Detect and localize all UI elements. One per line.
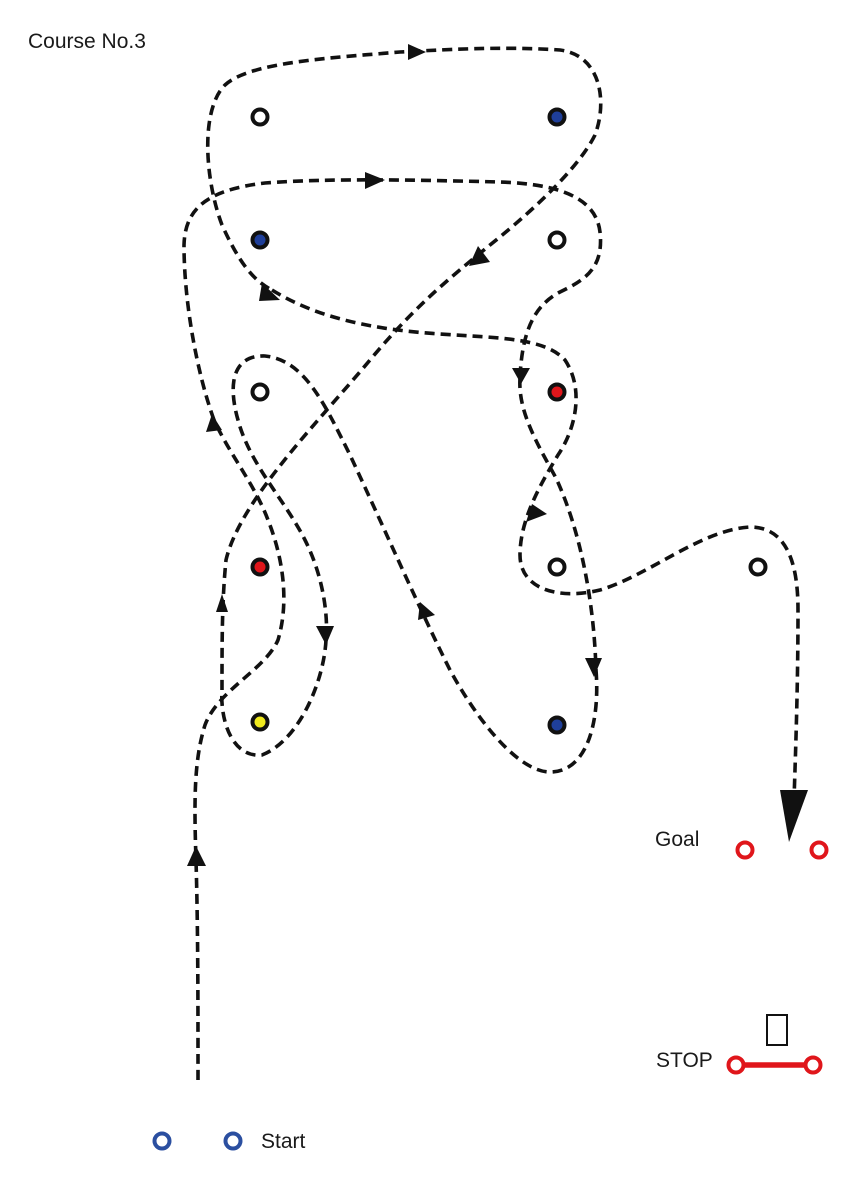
direction-arrows (187, 44, 808, 866)
cone-r1c2-blue (547, 107, 567, 127)
start-markers (152, 1131, 243, 1151)
goal-markers (735, 840, 829, 860)
start-marker-left (152, 1131, 172, 1151)
arrow-icon (526, 504, 547, 522)
arrow-icon (408, 44, 426, 60)
path-segment-cross (205, 46, 603, 757)
arrow-icon (206, 414, 222, 432)
cone-r4c2-white (547, 557, 567, 577)
cones (250, 107, 768, 735)
path-segment-return (271, 288, 800, 801)
stop-marker (726, 1055, 823, 1075)
cone-r3c1-white (250, 382, 270, 402)
cone-r4c1-red (250, 557, 270, 577)
start-marker-right (223, 1131, 243, 1151)
arrow-icon (512, 368, 530, 384)
cone-r2c2-white (547, 230, 567, 250)
arrow-icon (469, 246, 490, 266)
cone-r2c1-blue (250, 230, 270, 250)
start-label: Start (261, 1130, 306, 1153)
cone-r5c2-blue (547, 715, 567, 735)
goal-marker-right (809, 840, 829, 860)
stop-label: STOP (656, 1049, 713, 1072)
cone-r4c3-white (748, 557, 768, 577)
cone-r5c1-yellow (250, 712, 270, 732)
path-segment-approach (193, 419, 286, 1081)
stop-marker-left (726, 1055, 746, 1075)
course-path (182, 46, 800, 1081)
arrow-icon (187, 846, 206, 866)
arrow-icon (316, 626, 334, 645)
arrow-icon (365, 172, 385, 189)
path-segment-right-loop (518, 377, 598, 671)
arrow-icon (216, 594, 228, 612)
arrow-icon (259, 283, 280, 301)
stop-marker-right (803, 1055, 823, 1075)
cone-r1c1-white (250, 107, 270, 127)
path-segment-diagonal-up (231, 354, 599, 774)
goal-marker-left (735, 840, 755, 860)
goal-label: Goal (655, 828, 700, 851)
path-segment-left-loop (182, 178, 603, 421)
cone-r3c2-red (547, 382, 567, 402)
stop-symbol-icon (766, 1014, 788, 1046)
goal-arrow-icon (780, 790, 808, 842)
arrow-icon (585, 658, 602, 677)
course-title: Course No.3 (28, 30, 146, 53)
arrow-icon (418, 602, 435, 620)
